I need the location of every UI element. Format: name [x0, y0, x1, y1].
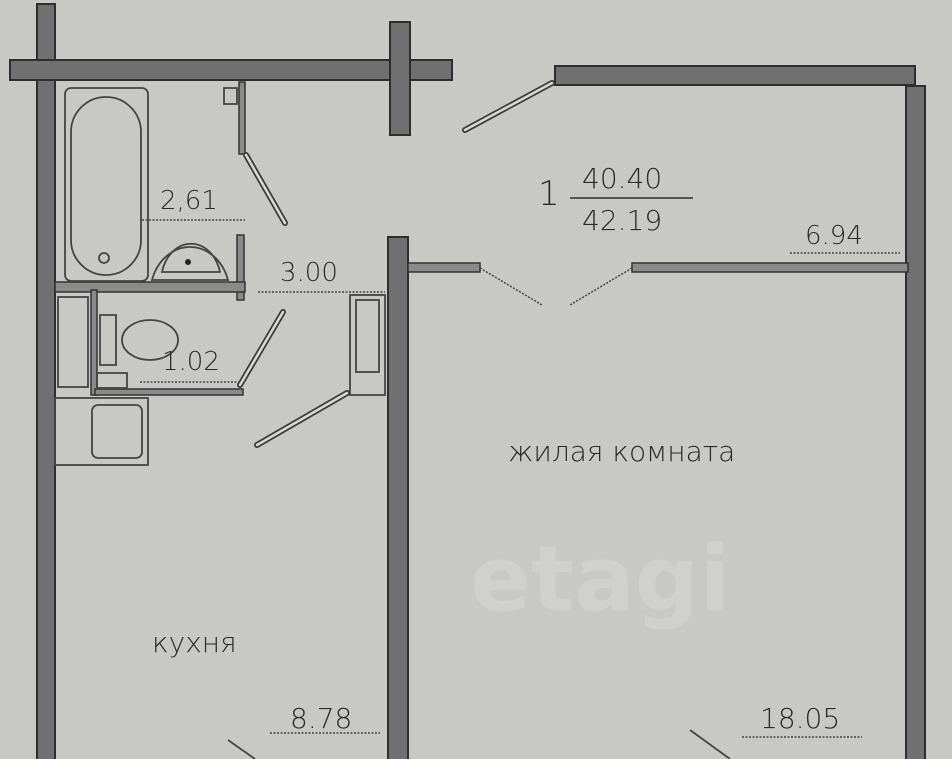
washbasin — [150, 246, 230, 281]
washbasin-bowl — [160, 242, 222, 273]
balcony-door-room — [689, 729, 731, 759]
walls — [9, 3, 926, 759]
washbasin-drain — [185, 259, 191, 265]
riser — [223, 87, 238, 105]
bathroom-area: 2,61 — [160, 186, 218, 216]
middle-wall — [387, 236, 409, 759]
hallway-area: 3.00 — [280, 258, 338, 288]
kitchen-area: 8.78 — [290, 702, 352, 735]
kitchen-sink-unit — [54, 397, 149, 466]
top-right-wall — [554, 65, 916, 86]
meter — [96, 372, 128, 389]
fixtures — [54, 87, 386, 466]
kitchen-sink-bowl — [91, 404, 143, 459]
bathtub-drain — [98, 252, 110, 264]
toilet-shelf — [57, 296, 89, 388]
total-area: 42.19 — [582, 204, 662, 237]
wardrobe-inner — [355, 299, 380, 373]
balcony-door-kitchen — [227, 739, 256, 759]
bath-wall-lower — [236, 234, 245, 301]
watermark: etagi — [470, 527, 730, 632]
room-door-right — [569, 267, 633, 306]
bath-wall-top — [238, 81, 246, 155]
loggia-area: 6.94 — [805, 221, 863, 251]
partition-left — [407, 262, 481, 273]
toilet-bowl — [121, 319, 179, 361]
right-outer-wall — [905, 85, 926, 759]
living-room-area: 18.05 — [760, 702, 840, 735]
toilet-left-wall — [90, 289, 98, 396]
doors — [227, 80, 731, 759]
top-wall — [9, 59, 453, 81]
living-room-label: жилая комната — [508, 435, 735, 468]
toilet-bottom-wall — [94, 388, 244, 396]
bath-floor-wall — [54, 281, 246, 293]
toilet-area: 1.02 — [162, 347, 220, 377]
dimension-lines — [140, 197, 900, 738]
toilet-tank — [99, 314, 117, 366]
rooms-count: 1 — [538, 174, 560, 214]
wardrobe — [349, 294, 386, 396]
bathtub — [64, 87, 149, 282]
entry-post — [389, 21, 411, 136]
room-door-left — [479, 267, 543, 306]
partition-right — [631, 262, 909, 273]
living-area-total: 40.40 — [582, 162, 662, 195]
bathtub-inner — [70, 96, 142, 276]
left-outer-wall — [36, 3, 56, 759]
kitchen-label: кухня — [152, 626, 237, 659]
